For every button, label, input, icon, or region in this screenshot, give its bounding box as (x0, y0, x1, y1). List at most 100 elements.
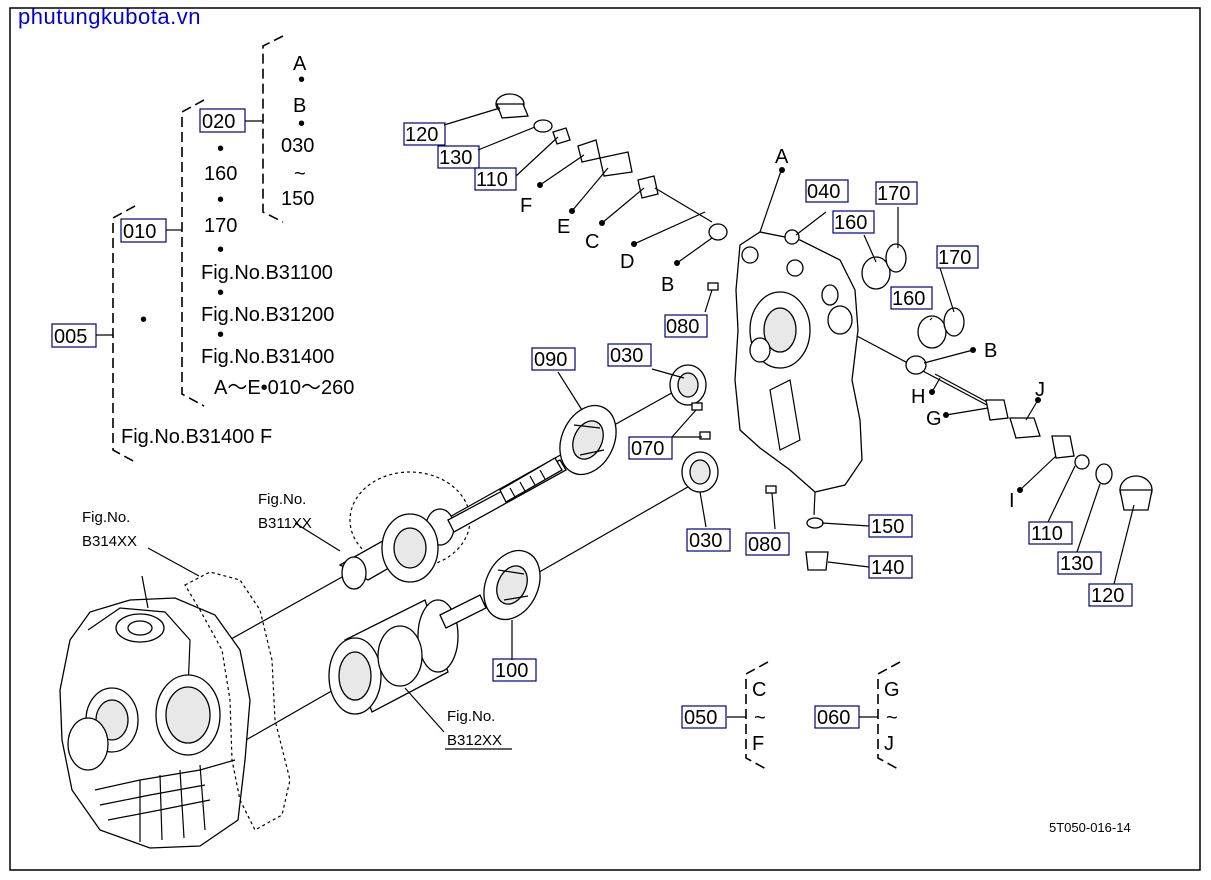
callout-090: 090 (534, 349, 567, 371)
bearing-030-lower (681, 451, 719, 493)
group-060: 060 G ~ J (814, 661, 901, 771)
tree-fig-b31400-f: Fig.No.B31400 F (121, 426, 272, 448)
bracket-020 (262, 35, 284, 223)
right-valve-stack (905, 355, 1153, 511)
label-b-right: B (984, 340, 997, 362)
tree-a: A (293, 53, 307, 75)
bracket-005 (112, 205, 136, 463)
tree-dot: • (217, 282, 224, 304)
label-h: H (911, 386, 925, 408)
upper-axis (214, 375, 703, 649)
main-shaft-assembly: Fig.No. B311XX (258, 457, 567, 590)
left-valve-stack (495, 93, 728, 241)
callout-110-right: 110 (1031, 523, 1063, 545)
callout-050: 050 (684, 707, 717, 729)
callout-080-lower: 080 (748, 534, 781, 556)
bearing-030-upper (669, 364, 707, 406)
drawing-code: 5T050-016-14 (1049, 820, 1131, 835)
callout-150: 150 (871, 516, 904, 538)
callout-070: 070 (631, 438, 664, 460)
tree-dot: • (298, 113, 305, 135)
figref-b314-line1: Fig.No. (82, 509, 130, 526)
callout-040: 040 (807, 181, 840, 203)
label-j: J (1035, 379, 1045, 401)
lower-shaft-assembly: Fig.No. B312XX (328, 594, 512, 750)
callout-080-upper: 080 (666, 316, 699, 338)
callout-010: 010 (123, 221, 156, 243)
group-060-top: G (884, 679, 900, 701)
circlip-170b (943, 307, 965, 337)
plug-140 (805, 551, 829, 571)
callout-130-left: 130 (439, 147, 472, 169)
figref-b312-line2: B312XX (447, 732, 502, 749)
circlip-170a (885, 243, 907, 273)
leader-dots (537, 167, 1041, 493)
figref-b311-line2: B311XX (258, 515, 312, 532)
tree-fig-b31100: Fig.No.B31100 (201, 262, 333, 284)
tree-range: A～E•010～260 (214, 377, 354, 399)
callout-170-upper: 170 (877, 183, 910, 205)
label-c: C (585, 231, 599, 253)
small-parts (691, 229, 965, 571)
tree-dot: • (217, 324, 224, 346)
callout-140: 140 (871, 557, 904, 579)
callout-170-lower: 170 (938, 247, 971, 269)
pin-080a (707, 282, 719, 291)
leader-lines (443, 107, 1135, 660)
tree-150: 150 (281, 188, 314, 210)
assembly-tree: 005 • 010 020 • 160 • 170 • Fig.No.B3110… (51, 35, 354, 463)
callout-160-lower: 160 (892, 288, 925, 310)
callout-120-right: 120 (1091, 585, 1124, 607)
tree-dot: • (217, 239, 224, 261)
figref-b311-line1: Fig.No. (258, 491, 306, 508)
callout-005-box (51, 323, 97, 348)
tree-dot: • (298, 69, 305, 91)
callout-060: 060 (817, 707, 850, 729)
group-060-bot: J (884, 733, 894, 755)
drawing-frame (9, 7, 1201, 871)
plate-090 (559, 404, 617, 476)
callout-020: 020 (202, 111, 235, 133)
group-050-top: C (752, 679, 766, 701)
tree-dot: • (217, 138, 224, 160)
plate-100 (483, 549, 541, 621)
group-050: 050 C ~ F (681, 661, 769, 771)
tree-160: 160 (204, 163, 237, 185)
pump-housing (734, 167, 863, 516)
label-g: G (926, 408, 942, 430)
callout-030-lower: 030 (689, 530, 722, 552)
tree-dot: • (140, 309, 147, 331)
callout-130-right: 130 (1060, 553, 1093, 575)
label-e: E (557, 216, 570, 238)
tree-170: 170 (204, 215, 237, 237)
label-a: A (775, 146, 789, 168)
label-d: D (620, 251, 634, 273)
oil-seal-160b (917, 315, 947, 349)
callout-020-box (199, 108, 246, 133)
label-f: F (520, 195, 532, 217)
figref-b314-line2: B314XX (82, 533, 137, 550)
label-b-left: B (661, 274, 674, 296)
o-ring-150 (806, 517, 824, 529)
group-050-mid: ~ (754, 707, 766, 729)
callouts: 120 130 110 040 170 160 170 160 080 030 … (403, 122, 1133, 682)
tree-tilde: ~ (294, 163, 306, 185)
tree-fig-b31400: Fig.No.B31400 (201, 346, 334, 368)
tree-b: B (293, 95, 306, 117)
tree-fig-b31200: Fig.No.B31200 (201, 304, 334, 326)
letter-labels: A F E C D B B H G J I (520, 146, 1045, 512)
callout-005: 005 (54, 326, 87, 348)
pin-080b (765, 485, 777, 494)
callout-110-left: 110 (476, 169, 508, 191)
oil-seal-160a (861, 256, 891, 290)
figref-b312-line1: Fig.No. (447, 708, 495, 725)
pin-070a (691, 402, 703, 411)
plug-040 (784, 229, 800, 245)
group-060-mid: ~ (886, 707, 898, 729)
label-i: I (1009, 490, 1015, 512)
group-050-bot: F (752, 733, 764, 755)
callout-120-left: 120 (405, 124, 438, 146)
bracket-010 (181, 99, 205, 407)
transmission-case: Fig.No. B314XX (59, 509, 291, 849)
